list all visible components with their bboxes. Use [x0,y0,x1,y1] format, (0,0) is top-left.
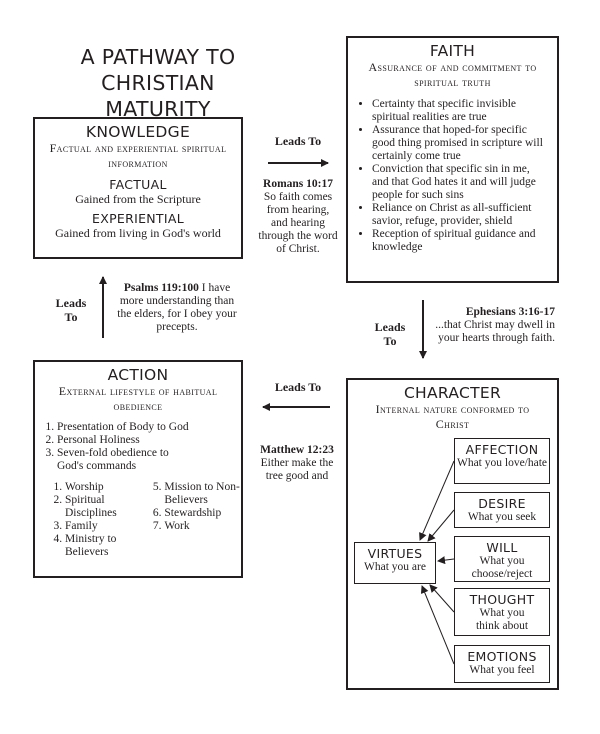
thought-box: THOUGHT What you think about [454,588,550,636]
action-box: ACTION External lifestyle of habitual ob… [33,360,243,578]
virtues-heading: VIRTUES [367,546,423,561]
matthew-verse: Matthew 12:23 Either make the tree good … [252,444,342,483]
verse-text: ...that Christ may dwell in your hearts … [435,319,555,344]
verse-reference: Psalms 119:100 [123,282,199,294]
thought-text: What you think about [475,607,529,632]
knowledge-heading: KNOWLEDGE [85,123,191,141]
character-subtitle: Internal nature conformed to Christ [375,402,530,431]
affection-box: AFFECTION What you love/hate [454,438,550,484]
experiential-text: Gained from living in God's world [55,226,221,240]
virtues-text: What you are [364,561,426,573]
action-sublist-right: Mission to Non-Believers Stewardship Wor… [134,481,241,559]
verse-reference: Romans 10:17 [263,178,333,190]
action-list-item: Seven-fold obedience to God's commands [57,447,231,473]
faith-bullet: Assurance that hoped-for specific good t… [372,124,549,163]
verse-reference: Ephesians 3:16-17 [465,306,555,318]
verse-reference: Matthew 12:23 [260,444,334,456]
action-subtitle: External lifestyle of habitual obedience [58,384,218,413]
emotions-text: What you feel [469,664,535,676]
affection-text: What you love/hate [456,457,548,469]
action-list-item: Personal Holiness [57,434,231,447]
romans-verse: Romans 10:17 So faith comes from hearing… [258,178,338,256]
verse-text: I have more understanding than the elder… [117,282,237,333]
faith-bullet: Certainty that specific invisible spirit… [372,98,549,124]
action-list: Presentation of Body to God Personal Hol… [39,421,231,473]
affection-heading: AFFECTION [465,442,539,457]
action-sublist-item: Spiritual Disciplines [65,494,124,520]
virtues-connectors [419,460,455,665]
action-sublist-item: Work [164,520,241,533]
experiential-heading: EXPERIENTIAL [92,211,184,226]
faith-subtitle: Assurance of and commitment to spiritual… [368,60,537,89]
factual-heading: FACTUAL [109,177,167,192]
action-heading: ACTION [107,366,169,384]
faith-bullet: Conviction that specific sin in me, and … [372,163,549,202]
action-sublist-item: Worship [65,481,124,494]
desire-text: What you seek [467,511,537,523]
action-sublist-item: Family [65,520,124,533]
faith-bullets: Certainty that specific invisible spirit… [358,98,549,254]
emotions-box: EMOTIONS What you feel [454,645,550,683]
character-heading: CHARACTER [403,384,502,402]
faith-bullet: Reliance on Christ as all-sufficient sav… [372,202,549,228]
will-box: WILL What you choose/reject [454,536,550,582]
verse-text: So faith comes from hearing, and hearing… [258,191,338,255]
action-sublist-item: Mission to Non-Believers [164,481,241,507]
action-sublist-left: Worship Spiritual Disciplines Family Min… [35,481,124,559]
leads-to-label: Leads To [274,380,322,394]
leads-to-label: Leads To [374,320,406,348]
thought-heading: THOUGHT [469,592,535,607]
knowledge-subtitle: Factual and experiential spiritual infor… [49,141,227,170]
action-sublist-item: Stewardship [164,507,241,520]
desire-box: DESIRE What you seek [454,492,550,528]
knowledge-box: KNOWLEDGE Factual and experiential spiri… [33,117,243,259]
leads-to-label: Leads To [274,134,322,148]
virtues-box: VIRTUES What you are [354,542,436,584]
verse-text: Either make the tree good and [260,457,334,482]
emotions-heading: EMOTIONS [467,649,537,664]
factual-text: Gained from the Scripture [75,192,201,206]
will-text: What you choose/reject [471,555,533,580]
ephesians-verse: Ephesians 3:16-17 ...that Christ may dwe… [435,306,555,345]
action-list-item: Presentation of Body to God [57,421,231,434]
psalms-verse: Psalms 119:100 I have more understanding… [117,282,237,334]
faith-box: FAITH Assurance of and commitment to spi… [346,36,559,283]
will-heading: WILL [486,540,518,555]
faith-heading: FAITH [429,42,476,60]
leads-to-label: Leads To [55,296,87,324]
faith-bullet: Reception of spiritual guidance and know… [372,228,549,254]
action-sublists: Worship Spiritual Disciplines Family Min… [35,481,241,559]
action-sublist-item: Ministry to Believers [65,533,124,559]
page-title: A PATHWAY TO CHRISTIAN MATURITY [80,45,236,121]
desire-heading: DESIRE [478,496,526,511]
character-box: CHARACTER Internal nature conformed to C… [346,378,559,690]
